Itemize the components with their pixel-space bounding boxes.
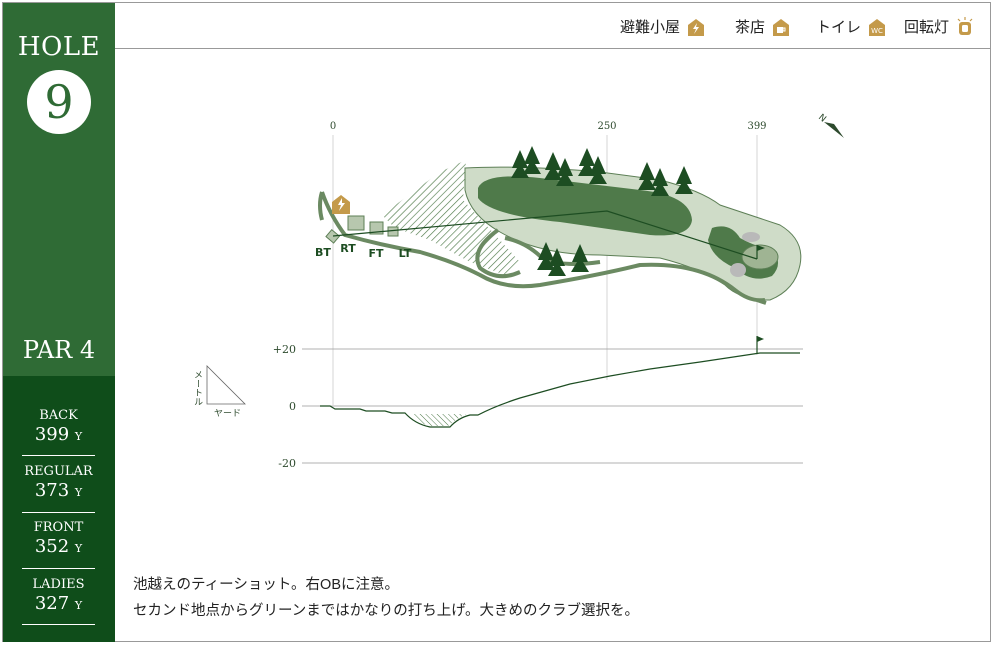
tree-cluster	[511, 146, 693, 276]
play-line	[332, 210, 758, 260]
tee-front: FRONT 352 Y	[22, 520, 95, 557]
profile-label: 0	[289, 400, 296, 413]
tee-marker-label: RT	[340, 242, 356, 255]
bunker	[730, 263, 746, 277]
tee-divider	[22, 512, 95, 513]
legend-teahouse: 茶店	[735, 16, 791, 37]
tee-yards: 327 Y	[34, 593, 83, 614]
tee-marker-label: LT	[399, 247, 412, 260]
tee-ladies: LADIES 327 Y	[22, 577, 95, 614]
hole-label: HOLE	[17, 32, 101, 62]
tee-divider	[22, 568, 95, 569]
legend-beacon-label: 回転灯	[904, 19, 950, 36]
cup-icon	[773, 18, 790, 36]
hole-number-badge	[27, 70, 91, 134]
tee-divider	[22, 624, 95, 625]
hazard-area	[382, 160, 520, 275]
distance-mark: 0	[330, 121, 336, 132]
bunker	[742, 232, 760, 242]
distance-mark: 250	[597, 121, 616, 132]
tee-regular: REGULAR 373 Y	[22, 464, 95, 501]
profile-label: +20	[273, 343, 296, 356]
green	[741, 244, 779, 270]
svg-text:WC: WC	[871, 27, 883, 35]
tee-box	[369, 221, 384, 235]
legend-beacon: 回転灯	[904, 16, 975, 37]
shelter-map-icon	[332, 195, 350, 214]
lightning-icon	[688, 18, 705, 36]
cart-path	[475, 228, 521, 279]
header-divider	[115, 48, 991, 49]
profile-label: -20	[278, 457, 296, 470]
par-label: PAR 4	[22, 336, 96, 364]
flag-icon	[756, 245, 765, 259]
scale-triangle	[206, 365, 246, 405]
tee-panel	[3, 376, 115, 642]
tee-marker-label: BT	[315, 246, 331, 259]
profile-flag-icon	[756, 336, 764, 353]
distance-mark: 399	[747, 121, 766, 132]
unit-meter-label: メートル	[192, 370, 203, 406]
svg-text:N: N	[816, 113, 828, 125]
cart-path	[318, 191, 324, 221]
tee-name: REGULAR	[24, 464, 93, 479]
tee-yards: 373 Y	[34, 480, 83, 501]
hole-description-line: 池越えのティーショット。右OBに注意。	[133, 577, 399, 593]
cart-path	[320, 191, 766, 303]
unit-yard-label: ヤード	[214, 409, 241, 419]
hole-description-line: セカンド地点からグリーンまではかなりの打ち上げ。大きめのクラブ選択を。	[133, 603, 640, 619]
water-hazard	[410, 414, 466, 426]
legend-toilet: トイレ WC	[816, 16, 887, 37]
tee-back: BACK 399 Y	[22, 408, 95, 445]
legend-shelter-label: 避難小屋	[620, 19, 681, 36]
tee-name: LADIES	[32, 577, 85, 592]
hole-number: 9	[44, 75, 74, 129]
north-arrow-icon: N	[816, 113, 844, 138]
tee-name: BACK	[39, 408, 78, 423]
elevation-line	[320, 352, 800, 428]
tee-box	[387, 226, 399, 237]
tee-yards: 352 Y	[34, 536, 83, 557]
tee-box	[347, 215, 365, 231]
tee-divider	[22, 455, 95, 456]
tee-name: FRONT	[33, 520, 84, 535]
tee-box	[325, 229, 341, 244]
wc-icon: WC	[869, 18, 886, 36]
cart-path	[756, 298, 767, 305]
legend-shelter: 避難小屋	[620, 16, 706, 37]
beacon-icon	[957, 16, 973, 35]
tee-yards: 399 Y	[34, 424, 83, 445]
tee-marker-label: FT	[368, 247, 384, 260]
legend-teahouse-label: 茶店	[735, 19, 766, 36]
legend-toilet-label: トイレ	[816, 19, 862, 36]
